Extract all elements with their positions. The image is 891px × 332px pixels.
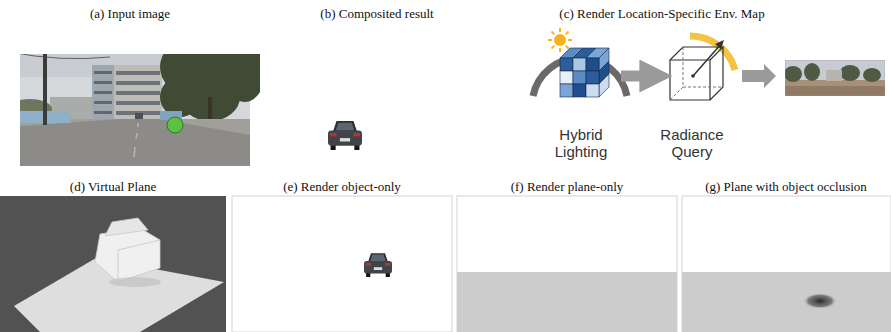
panel-label: (b) Composited result xyxy=(320,6,433,21)
render-background xyxy=(0,196,226,332)
object-render xyxy=(364,253,392,277)
icon-caption: Hybrid Lighting xyxy=(543,126,619,160)
panel-label: (e) Render object-only xyxy=(283,179,401,194)
panel-label: (d) Virtual Plane xyxy=(70,179,156,194)
object-shadow xyxy=(803,293,837,309)
street-photo xyxy=(20,54,260,166)
icon-node: Radiance Query xyxy=(654,28,730,160)
render-background xyxy=(682,196,891,332)
car-model xyxy=(95,218,161,287)
icon-caption: Radiance Query xyxy=(654,126,730,160)
flow-arrow xyxy=(621,71,646,82)
panel-label: (c) Render Location-Specific Env. Map xyxy=(559,6,764,21)
render-background xyxy=(457,196,677,332)
flow-arrow xyxy=(742,64,776,88)
location-marker xyxy=(167,117,183,133)
env-map xyxy=(785,60,885,96)
render-background xyxy=(232,196,452,332)
icon-node: Hybrid Lighting xyxy=(543,28,619,160)
hybrid-lighting-icon xyxy=(533,28,627,97)
plane-render xyxy=(457,272,677,332)
panel-label: (g) Plane with object occlusion xyxy=(705,179,867,194)
panel-label: (f) Render plane-only xyxy=(511,179,624,194)
plane-render xyxy=(682,272,891,332)
composited-car xyxy=(328,121,362,150)
radiance-query-icon xyxy=(670,36,735,100)
panel-label: (a) Input image xyxy=(90,6,170,21)
